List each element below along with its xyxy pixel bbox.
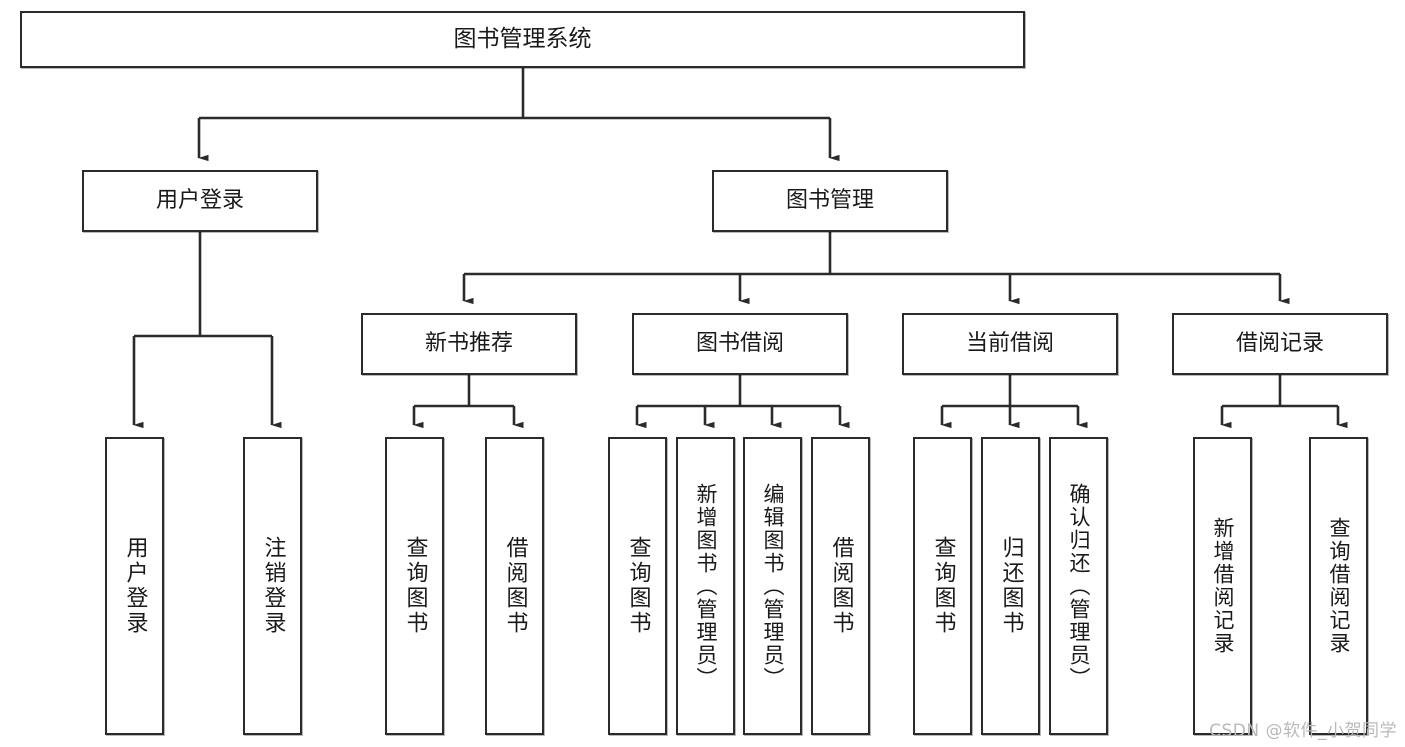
node-label: 归还图书 [998,536,1024,636]
leaf-user-logout[interactable]: 注销登录 [243,437,302,735]
node-label: 用户登录 [122,536,148,636]
leaf-current-query-book[interactable]: 查询图书 [913,437,972,735]
node-label: 查询图书 [930,536,956,636]
node-root-system[interactable]: 图书管理系统 [20,11,1025,68]
leaf-current-confirm-return-admin[interactable]: 确认归还（管理员） [1049,437,1108,735]
watermark-text: CSDN @软件_小贺同学 [1209,721,1397,741]
node-label: 借阅图书 [828,536,854,636]
node-book-management[interactable]: 图书管理 [712,170,948,232]
leaf-borrow-add-book-admin[interactable]: 新增图书（管理员） [676,437,735,735]
leaf-record-add-borrow-record[interactable]: 新增借阅记录 [1193,437,1252,735]
node-label: 编辑图书（管理员） [761,482,785,690]
node-label: 新书推荐 [424,331,513,357]
leaf-current-return-book[interactable]: 归还图书 [981,437,1040,735]
leaf-user-login[interactable]: 用户登录 [105,437,164,735]
node-label: 借阅图书 [502,536,528,636]
node-label: 当前借阅 [965,331,1054,357]
node-label: 图书管理系统 [453,25,592,52]
leaf-borrow-query-book[interactable]: 查询图书 [608,437,667,735]
node-label: 查询借阅记录 [1327,517,1351,655]
node-label: 用户登录 [155,188,244,214]
node-label: 注销登录 [260,536,286,636]
node-current-borrow[interactable]: 当前借阅 [902,313,1118,375]
node-label: 新增借阅记录 [1211,517,1235,655]
leaf-newbook-query-book[interactable]: 查询图书 [385,437,444,735]
node-label: 查询图书 [402,536,428,636]
node-label: 图书管理 [785,188,874,214]
node-label: 新增图书（管理员） [694,482,718,690]
node-new-book-recommend[interactable]: 新书推荐 [361,313,577,375]
node-label: 图书借阅 [695,331,784,357]
node-book-borrow[interactable]: 图书借阅 [632,313,848,375]
node-label: 确认归还（管理员） [1067,482,1091,690]
node-label: 查询图书 [625,536,651,636]
leaf-record-query-borrow-record[interactable]: 查询借阅记录 [1309,437,1368,735]
node-label: 借阅记录 [1235,331,1324,357]
node-borrow-record[interactable]: 借阅记录 [1172,313,1388,375]
node-user-login[interactable]: 用户登录 [82,170,318,232]
leaf-newbook-borrow-book[interactable]: 借阅图书 [485,437,544,735]
leaf-borrow-borrow-book[interactable]: 借阅图书 [811,437,870,735]
leaf-borrow-edit-book-admin[interactable]: 编辑图书（管理员） [743,437,802,735]
